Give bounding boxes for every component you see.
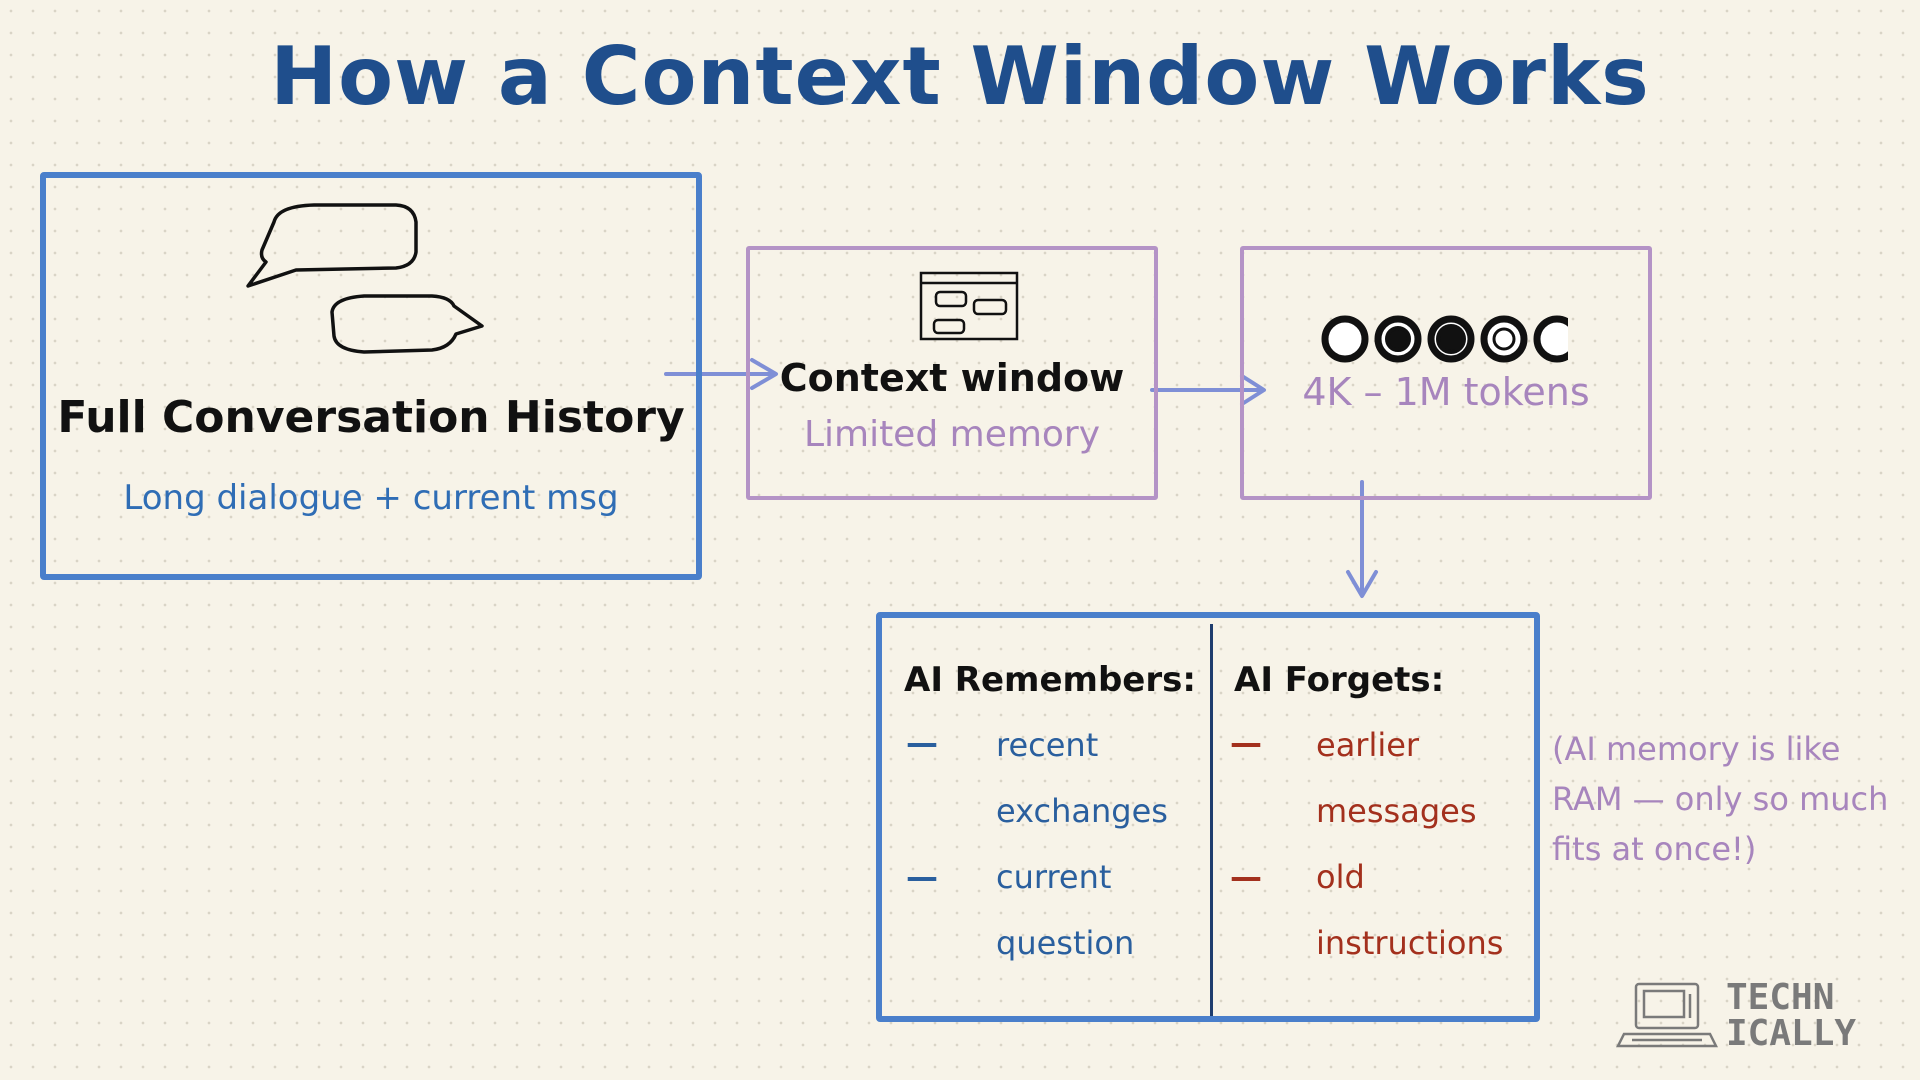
forgets-dash: — [1230,724,1262,762]
remembers-item: exchanges [996,792,1168,830]
speech-bubbles-icon [246,203,484,354]
side-note: (AI memory is like RAM — only so much fi… [1552,724,1912,874]
logo-text-line2: ICALLY [1726,1013,1857,1054]
history-box: Full Conversation History Long dialogue … [40,172,702,580]
logo-text-line1: TECHN [1726,977,1835,1018]
history-title: Full Conversation History [57,392,685,443]
chat-window-icon [919,271,1019,341]
forgets-item: instructions [1316,924,1504,962]
forgets-item: old [1316,858,1365,896]
remembers-dash: — [906,858,938,896]
remembers-item: current [996,858,1112,896]
page-title: How a Context Window Works [270,30,1650,123]
token-circles-icon [1321,315,1568,363]
context-window-box: Context window Limited memory [746,246,1158,500]
note-line: fits at once!) [1552,830,1757,868]
forgets-dash: — [1230,858,1262,896]
note-line: RAM — only so much [1552,780,1889,818]
memory-box: AI Remembers: — — recent exchanges curre… [876,612,1540,1022]
tokens-box: 4K – 1M tokens [1240,246,1652,500]
context-title: Context window [779,356,1125,400]
arrow-tokens-to-memory [1346,480,1378,598]
forgets-item: messages [1316,792,1477,830]
remembers-heading: AI Remembers: [904,660,1196,700]
forgets-heading: AI Forgets: [1234,660,1445,700]
logo: TECHN ICALLY [1614,980,1914,1054]
tokens-label: 4K – 1M tokens [1302,370,1590,414]
computer-icon [1615,982,1718,1048]
context-subtitle: Limited memory [803,414,1101,455]
remembers-dash: — [906,724,938,762]
note-line: (AI memory is like [1552,730,1841,768]
memory-divider [1210,624,1213,1016]
history-subtitle: Long dialogue + current msg [123,478,619,518]
remembers-item: recent [996,726,1099,764]
remembers-item: question [996,924,1135,962]
arrow-history-to-context [664,358,778,390]
forgets-item: earlier [1316,726,1420,764]
